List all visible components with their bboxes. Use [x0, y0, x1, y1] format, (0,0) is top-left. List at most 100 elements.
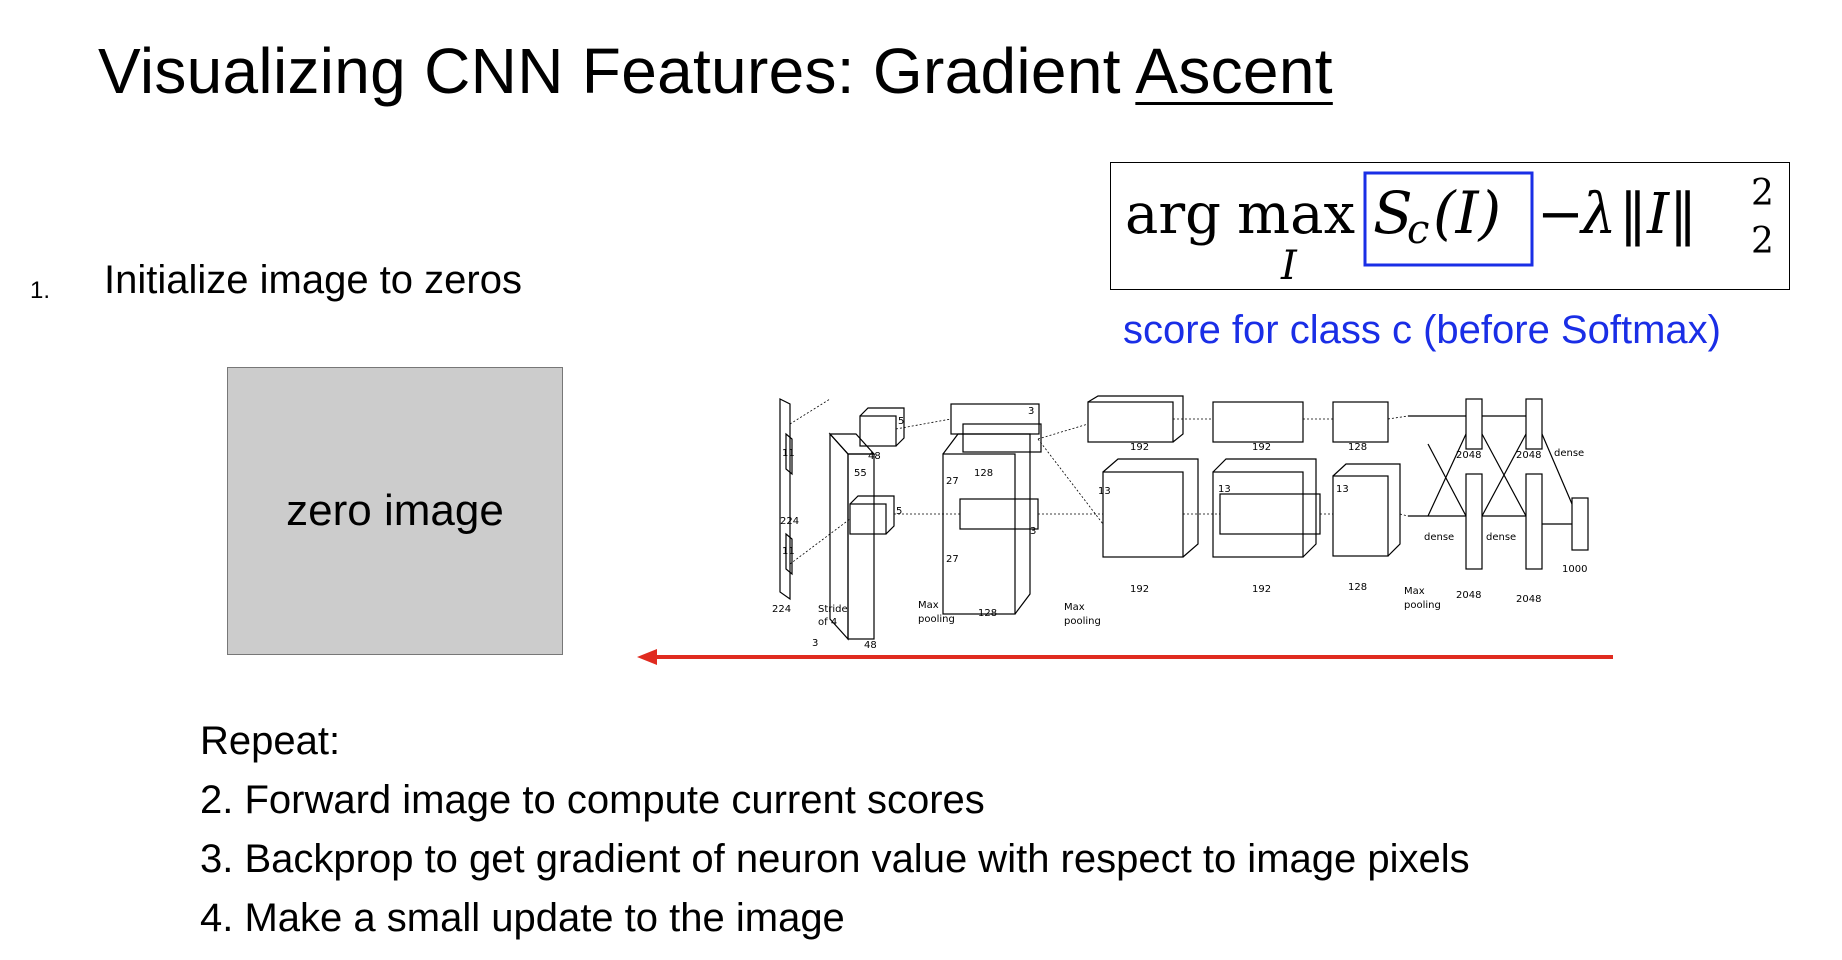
net-label-fc2-b: 2048: [1516, 594, 1541, 605]
net-label-l3-size: 13: [1098, 486, 1111, 497]
repeat-step-3: 3. Backprop to get gradient of neuron va…: [200, 837, 1470, 881]
net-label-input-depth: 3: [812, 638, 818, 649]
net-dash-1: [789, 398, 831, 425]
formula-norm: ‖I‖: [1619, 182, 1697, 247]
formula-score: S: [1373, 179, 1413, 247]
net-label-max-b: Max: [1064, 602, 1085, 613]
net-label-l2-size-b: 27: [946, 554, 959, 565]
net-cross-b: [1427, 433, 1467, 517]
net-dash-12: [1387, 415, 1409, 420]
net-conv4-bottom-depth: [1212, 458, 1317, 558]
title-underlined-word: Ascent: [1135, 35, 1333, 107]
net-conv4-inner: [1219, 493, 1321, 535]
net-conv5-bottom: [1332, 475, 1389, 557]
zero-image: zero image: [227, 367, 563, 655]
formula-svg: arg max I S c (I) − λ ‖I‖ 2 2: [1125, 171, 1774, 289]
net-label-l2-depth: 128: [974, 468, 993, 479]
net-conv1-front: [847, 453, 875, 640]
step1-text: Initialize image to zeros: [104, 258, 522, 302]
net-fc1-top: [1465, 398, 1483, 450]
net-input-kernel-bottom: [785, 532, 793, 576]
net-label-l1-size: 55: [854, 468, 867, 479]
net-label-dense-a: dense: [1554, 448, 1584, 459]
net-dash-2: [789, 518, 851, 565]
net-label-stride: Stride: [818, 604, 848, 615]
score-caption: score for class c (before Softmax): [1123, 308, 1721, 352]
repeat-heading: Repeat:: [200, 719, 341, 763]
net-label-l2-depth-b: 128: [978, 608, 997, 619]
net-conv1-out-top-depth: [859, 407, 905, 447]
net-conv2-bottom-slab: [959, 498, 1039, 530]
net-cross-a: [1427, 443, 1467, 517]
net-label-input-size-bottom: 224: [772, 604, 791, 615]
net-label-pooling-b: pooling: [1064, 616, 1101, 627]
net-conv2-depth: [942, 433, 1031, 615]
net-conv4-top: [1212, 401, 1304, 443]
net-fc1-bottom: [1465, 473, 1483, 570]
net-input-kernel-top: [785, 432, 793, 476]
net-label-l4-depth: 192: [1252, 442, 1271, 453]
net-conv2-back: [942, 453, 1016, 615]
net-label-input-size: 224: [780, 516, 799, 527]
net-fc2-bottom: [1525, 473, 1543, 570]
net-dash-3: [895, 418, 952, 430]
net-label-max-a: Max: [918, 600, 939, 611]
net-label-l3-depth-b: 192: [1130, 584, 1149, 595]
formula-norm-sub: 2: [1751, 221, 1774, 262]
net-label-l4-size: 13: [1218, 484, 1231, 495]
net-conv5-bottom-depth: [1332, 463, 1401, 557]
net-label-l4-depth-b: 192: [1252, 584, 1271, 595]
net-conv1-out-top: [859, 415, 897, 447]
formula-norm-sup: 2: [1751, 173, 1774, 214]
net-label-pooling-c: pooling: [1404, 600, 1441, 611]
backprop-arrowhead: [637, 649, 657, 665]
net-label-k3-a: 3: [1028, 406, 1034, 417]
zero-image-label: zero image: [286, 486, 504, 535]
formula-arg: arg: [1125, 182, 1221, 247]
net-label-k3-b: 3: [1030, 526, 1036, 537]
net-conv1-out-bottom-depth: [849, 495, 895, 535]
net-dash-7: [1037, 438, 1104, 525]
net-conv3-bottom-depth: [1102, 458, 1199, 558]
net-conv4-bottom: [1212, 471, 1304, 558]
step1-number: 1.: [30, 277, 51, 304]
objective-formula: arg max I S c (I) − λ ‖I‖ 2 2: [1110, 162, 1790, 290]
net-label-fc1-b: 2048: [1456, 590, 1481, 601]
net-to-output-a: [1541, 433, 1573, 505]
net-label-max-c: Max: [1404, 586, 1425, 597]
formula-minus: −: [1537, 182, 1584, 247]
net-label-kernel-b: 11: [782, 546, 795, 557]
net-label-stride-of: of 4: [818, 617, 837, 628]
net-label-pooling-a: pooling: [918, 614, 955, 625]
net-conv2-top-slab: [962, 423, 1042, 453]
formula-score-sub: c: [1407, 207, 1429, 253]
net-label-output: 1000: [1562, 564, 1587, 575]
net-label-l2-size: 27: [946, 476, 959, 487]
net-conv5-top: [1332, 401, 1389, 443]
net-label-dense-c: dense: [1486, 532, 1516, 543]
repeat-step-4: 4. Make a small update to the image: [200, 896, 845, 940]
net-input-slab: [779, 398, 791, 601]
net-conv1-top: [828, 433, 876, 455]
net-fc2-top: [1525, 398, 1543, 450]
net-conv2-upper-slab: [950, 403, 1040, 435]
net-conv3-top: [1087, 401, 1174, 443]
net-label-dense-b: dense: [1424, 532, 1454, 543]
backprop-arrow: [637, 649, 1613, 665]
net-dash-13: [1399, 513, 1409, 517]
net-label-fc2: 2048: [1516, 450, 1541, 461]
repeat-step-2: 2. Forward image to compute current scor…: [200, 778, 985, 822]
net-conv3-bottom: [1102, 471, 1184, 558]
formula-max-sub: I: [1280, 243, 1298, 289]
alexnet-diagram: 224 224 3 11 11 Stride of 4 55 48 48 5 5…: [772, 395, 1589, 651]
net-conv3-top-depth: [1087, 395, 1184, 443]
formula-score-arg: (I): [1433, 179, 1501, 247]
net-conv1-out-bottom: [849, 503, 887, 535]
net-output: [1571, 497, 1589, 551]
net-label-l5-depth-b: 128: [1348, 582, 1367, 593]
net-label-l1-depth-bottom: 48: [864, 640, 877, 651]
net-dash-5: [1037, 423, 1089, 440]
formula-lambda: λ: [1579, 182, 1617, 247]
net-label-k5-b: 5: [896, 506, 902, 517]
score-highlight-box: [1363, 171, 1534, 267]
